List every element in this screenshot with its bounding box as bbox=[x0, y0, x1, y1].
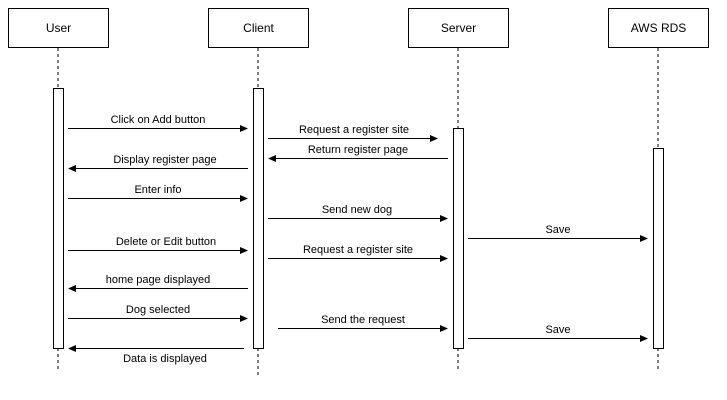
arrowhead-right-icon bbox=[640, 235, 648, 242]
actor-client: Client bbox=[208, 8, 309, 48]
message-dog-selected: Dog selected bbox=[68, 304, 248, 322]
message-home-page-displayed: home page displayed bbox=[68, 274, 248, 292]
message-label: Send the request bbox=[321, 314, 405, 326]
server-activation-bar bbox=[453, 128, 464, 349]
message-display-register-page: Display register page bbox=[68, 154, 248, 172]
message-click-add: Click on Add button bbox=[68, 114, 248, 132]
arrowhead-right-icon bbox=[240, 315, 248, 322]
actor-label: Client bbox=[243, 21, 274, 35]
message-label: Save bbox=[545, 324, 570, 336]
message-send-the-request: Send the request bbox=[278, 314, 448, 332]
actor-user: User bbox=[8, 8, 109, 48]
message-label: Enter info bbox=[134, 184, 181, 196]
actor-server: Server bbox=[408, 8, 509, 48]
message-label: Display register page bbox=[113, 154, 216, 166]
message-send-new-dog: Send new dog bbox=[268, 204, 448, 222]
actor-label: AWS RDS bbox=[631, 21, 687, 35]
actor-label: Server bbox=[441, 21, 476, 35]
arrowhead-right-icon bbox=[640, 335, 648, 342]
actor-box bbox=[408, 8, 509, 48]
message-label: Save bbox=[545, 224, 570, 236]
message-label: Data is displayed bbox=[123, 353, 207, 365]
arrowhead-right-icon bbox=[240, 195, 248, 202]
arrowhead-right-icon bbox=[240, 247, 248, 254]
arrowhead-left-icon bbox=[68, 165, 76, 172]
client-activation-bar bbox=[253, 88, 264, 349]
actor-box bbox=[8, 8, 109, 48]
message-enter-info: Enter info bbox=[68, 184, 248, 202]
message-return-register-page: Return register page bbox=[268, 144, 448, 162]
message-label: home page displayed bbox=[106, 274, 211, 286]
arrowhead-right-icon bbox=[440, 215, 448, 222]
message-label: Send new dog bbox=[322, 204, 392, 216]
actor-box bbox=[208, 8, 309, 48]
arrowhead-left-icon bbox=[68, 285, 76, 292]
arrowhead-right-icon bbox=[440, 255, 448, 262]
message-label: Return register page bbox=[308, 144, 408, 156]
message-request-register-site: Request a register site bbox=[268, 124, 438, 142]
message-data-is-displayed: Data is displayed bbox=[68, 345, 244, 365]
message-label: Request a register site bbox=[299, 124, 409, 136]
arrowhead-right-icon bbox=[430, 135, 438, 142]
actor-box bbox=[608, 8, 709, 48]
message-save-2: Save bbox=[468, 324, 648, 342]
message-save-1: Save bbox=[468, 224, 648, 242]
arrowhead-left-icon bbox=[68, 345, 76, 352]
message-label: Click on Add button bbox=[111, 114, 206, 126]
arrowhead-left-icon bbox=[268, 155, 276, 162]
arrowhead-right-icon bbox=[440, 325, 448, 332]
user-activation-bar bbox=[53, 88, 64, 349]
message-label: Delete or Edit button bbox=[116, 236, 216, 248]
message-request-register-site-2: Request a register site bbox=[268, 244, 448, 262]
message-delete-edit-button: Delete or Edit button bbox=[68, 236, 248, 254]
message-label: Request a register site bbox=[303, 244, 413, 256]
rds-activation-bar bbox=[653, 148, 664, 349]
actor-label: User bbox=[46, 21, 71, 35]
arrowhead-right-icon bbox=[240, 125, 248, 132]
actor-rds: AWS RDS bbox=[608, 8, 709, 48]
message-label: Dog selected bbox=[126, 304, 190, 316]
